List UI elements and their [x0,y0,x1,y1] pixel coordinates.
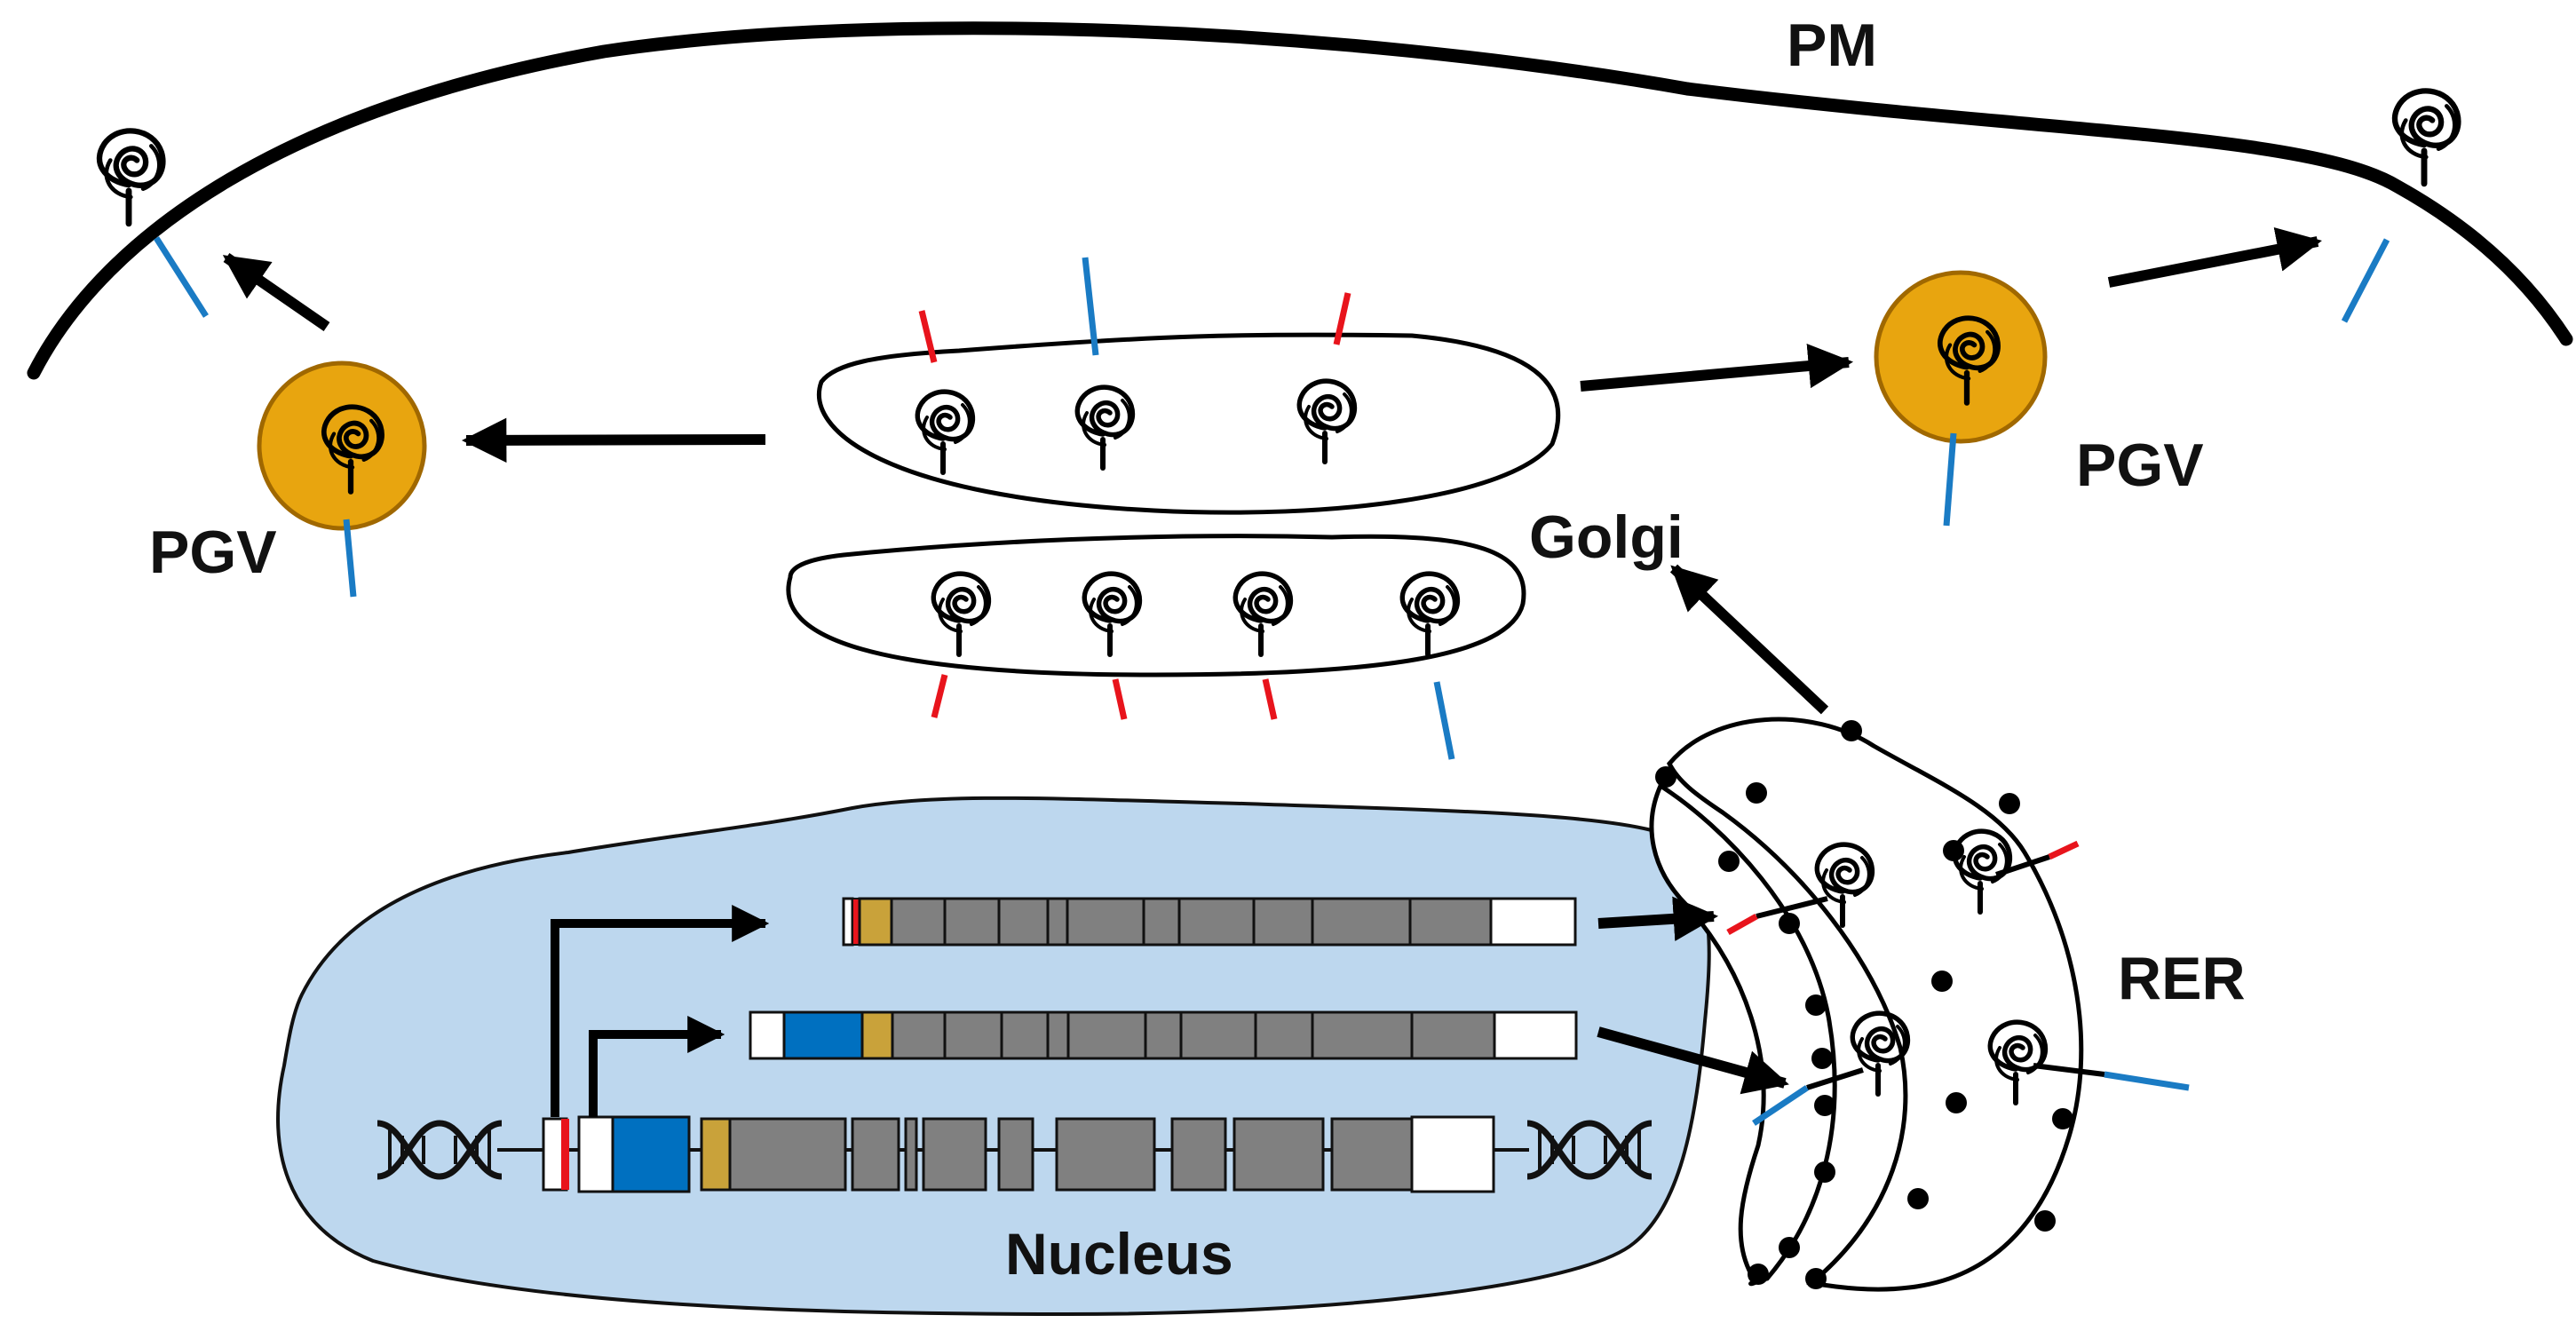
surface-protein-right [2341,91,2458,323]
transcription-arrow-upper [551,905,770,1117]
arrow-pgv-to-pm-left [222,253,330,331]
pm-label: PM [1787,12,1877,79]
golgi-cisterna-lower [786,534,1526,677]
transcription-arrow-lower [589,1016,725,1117]
plasma-membrane [27,21,2573,380]
arrow-rer-to-golgi [1669,564,1829,715]
surface-protein-left [99,131,209,318]
rer-label: RER [2118,945,2246,1012]
arrow-transcript-to-rer-upper [1597,896,1719,941]
pgv-label-right: PGV [2076,432,2204,499]
gene-locus [377,1115,1652,1193]
pgv-label-left: PGV [149,519,277,586]
pgv-vesicle-left [257,360,427,598]
pgv-vesicle-right [1874,270,2048,527]
golgi-label: Golgi [1529,503,1684,571]
nucleus-label: Nucleus [1005,1221,1233,1287]
trafficking-arrows [222,226,2322,1095]
golgi-cisterna-upper [816,332,1561,515]
arrow-golgi-to-pgv-right [1580,343,1854,392]
transcript-lower [749,1010,1578,1060]
golgi-proteins-lower [933,574,1457,760]
arrow-pgv-to-pm-right [2107,226,2322,288]
transcript-upper [842,897,1577,947]
rough-er [1649,717,2190,1292]
golgi-proteins-upper [917,257,1354,472]
arrow-transcript-to-rer-lower [1597,1026,1789,1095]
